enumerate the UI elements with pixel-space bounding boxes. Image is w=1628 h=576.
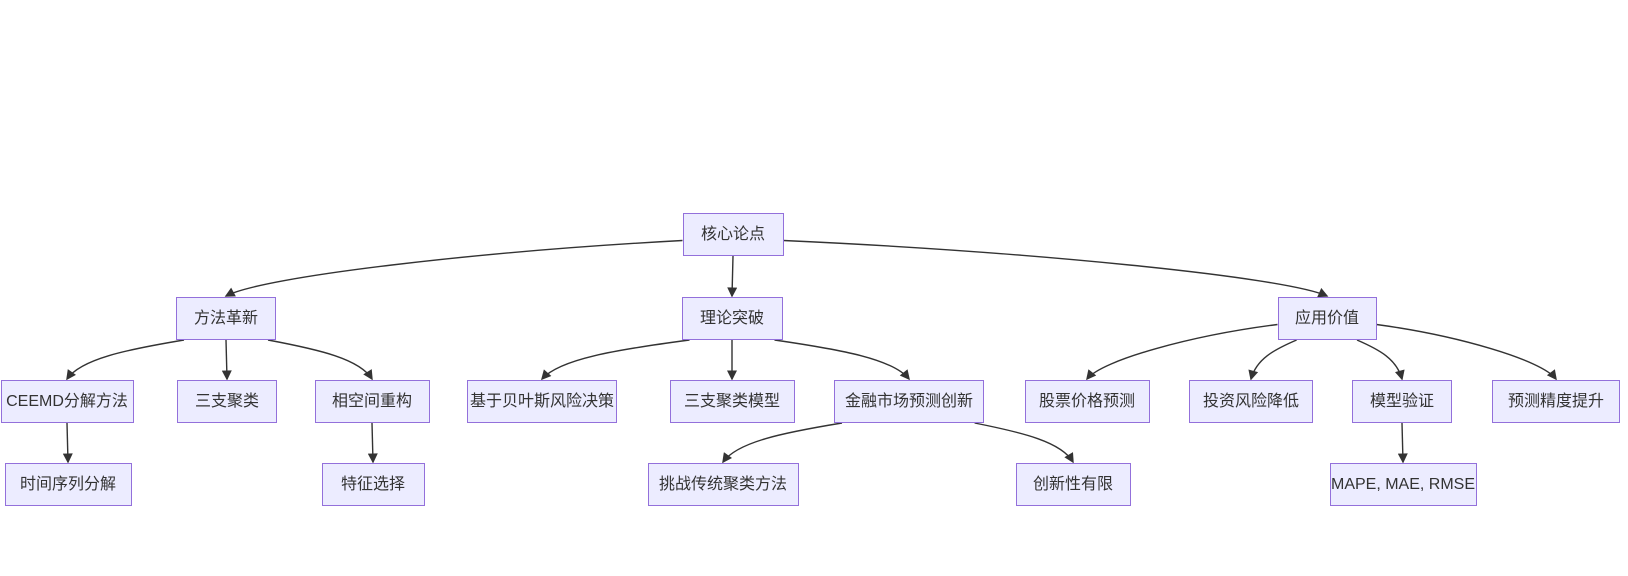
node-label-invest: 投资风险降低	[1202, 392, 1299, 410]
edge-method-to-ceemd	[66, 339, 185, 381]
edge-root-to-theory	[727, 255, 738, 298]
node-finance: 金融市场预测创新	[834, 380, 984, 423]
edge-application-to-invest	[1248, 339, 1297, 381]
node-label-stock: 股票价格预测	[1038, 392, 1135, 410]
node-label-accuracy: 预测精度提升	[1507, 392, 1604, 410]
edge-theory-to-bayes	[541, 339, 690, 381]
node-theory: 理论突破	[681, 297, 783, 340]
edge-application-to-stock	[1086, 323, 1278, 381]
node-stock: 股票价格预测	[1024, 380, 1150, 423]
node-label-metrics: MAPE, MAE, RMSE	[1330, 475, 1476, 493]
node-label-bayes: 基于贝叶斯风险决策	[469, 392, 614, 410]
node-label-model3: 三支聚类模型	[683, 392, 780, 410]
node-label-ceemd: CEEMD分解方法	[6, 392, 128, 410]
node-label-phase: 相空间重构	[331, 392, 412, 410]
node-label-root: 核心论点	[700, 225, 765, 243]
edge-validate-to-metrics	[1397, 422, 1408, 464]
node-decompose: 时间序列分解	[4, 463, 132, 506]
edge-root-to-method	[224, 239, 683, 297]
node-metrics: MAPE, MAE, RMSE	[1329, 463, 1477, 506]
edge-theory-to-finance	[774, 339, 910, 381]
node-label-limited: 创新性有限	[1032, 475, 1113, 493]
edge-root-to-application	[783, 239, 1329, 298]
node-invest: 投资风险降低	[1189, 380, 1313, 423]
node-root: 核心论点	[682, 213, 784, 256]
node-label-feature: 特征选择	[340, 475, 405, 493]
node-model3: 三支聚类模型	[669, 380, 795, 423]
edge-finance-to-challenge	[722, 422, 843, 464]
node-accuracy: 预测精度提升	[1492, 380, 1620, 423]
node-ceemd: CEEMD分解方法	[0, 380, 134, 423]
edge-application-to-accuracy	[1376, 323, 1557, 381]
node-threeway: 三支聚类	[177, 380, 277, 423]
node-challenge: 挑战传统聚类方法	[647, 463, 799, 506]
node-application: 应用价值	[1277, 297, 1377, 340]
node-label-theory: 理论突破	[699, 309, 764, 327]
node-validate: 模型验证	[1352, 380, 1452, 423]
node-limited: 创新性有限	[1015, 463, 1131, 506]
node-label-application: 应用价值	[1294, 309, 1359, 327]
edge-method-to-phase	[267, 339, 373, 381]
node-label-challenge: 挑战传统聚类方法	[658, 475, 787, 493]
edge-application-to-validate	[1356, 339, 1405, 381]
edge-ceemd-to-decompose	[62, 422, 73, 464]
edge-finance-to-limited	[974, 422, 1074, 464]
node-label-method: 方法革新	[193, 309, 258, 327]
node-label-threeway: 三支聚类	[194, 392, 259, 410]
node-label-decompose: 时间序列分解	[19, 475, 116, 493]
node-phase: 相空间重构	[314, 380, 430, 423]
edge-method-to-threeway	[221, 339, 232, 381]
node-feature: 特征选择	[321, 463, 425, 506]
node-method: 方法革新	[176, 297, 276, 340]
node-bayes: 基于贝叶斯风险决策	[467, 380, 617, 423]
node-label-validate: 模型验证	[1369, 392, 1434, 410]
edge-phase-to-feature	[367, 422, 378, 464]
node-label-finance: 金融市场预测创新	[844, 392, 973, 410]
